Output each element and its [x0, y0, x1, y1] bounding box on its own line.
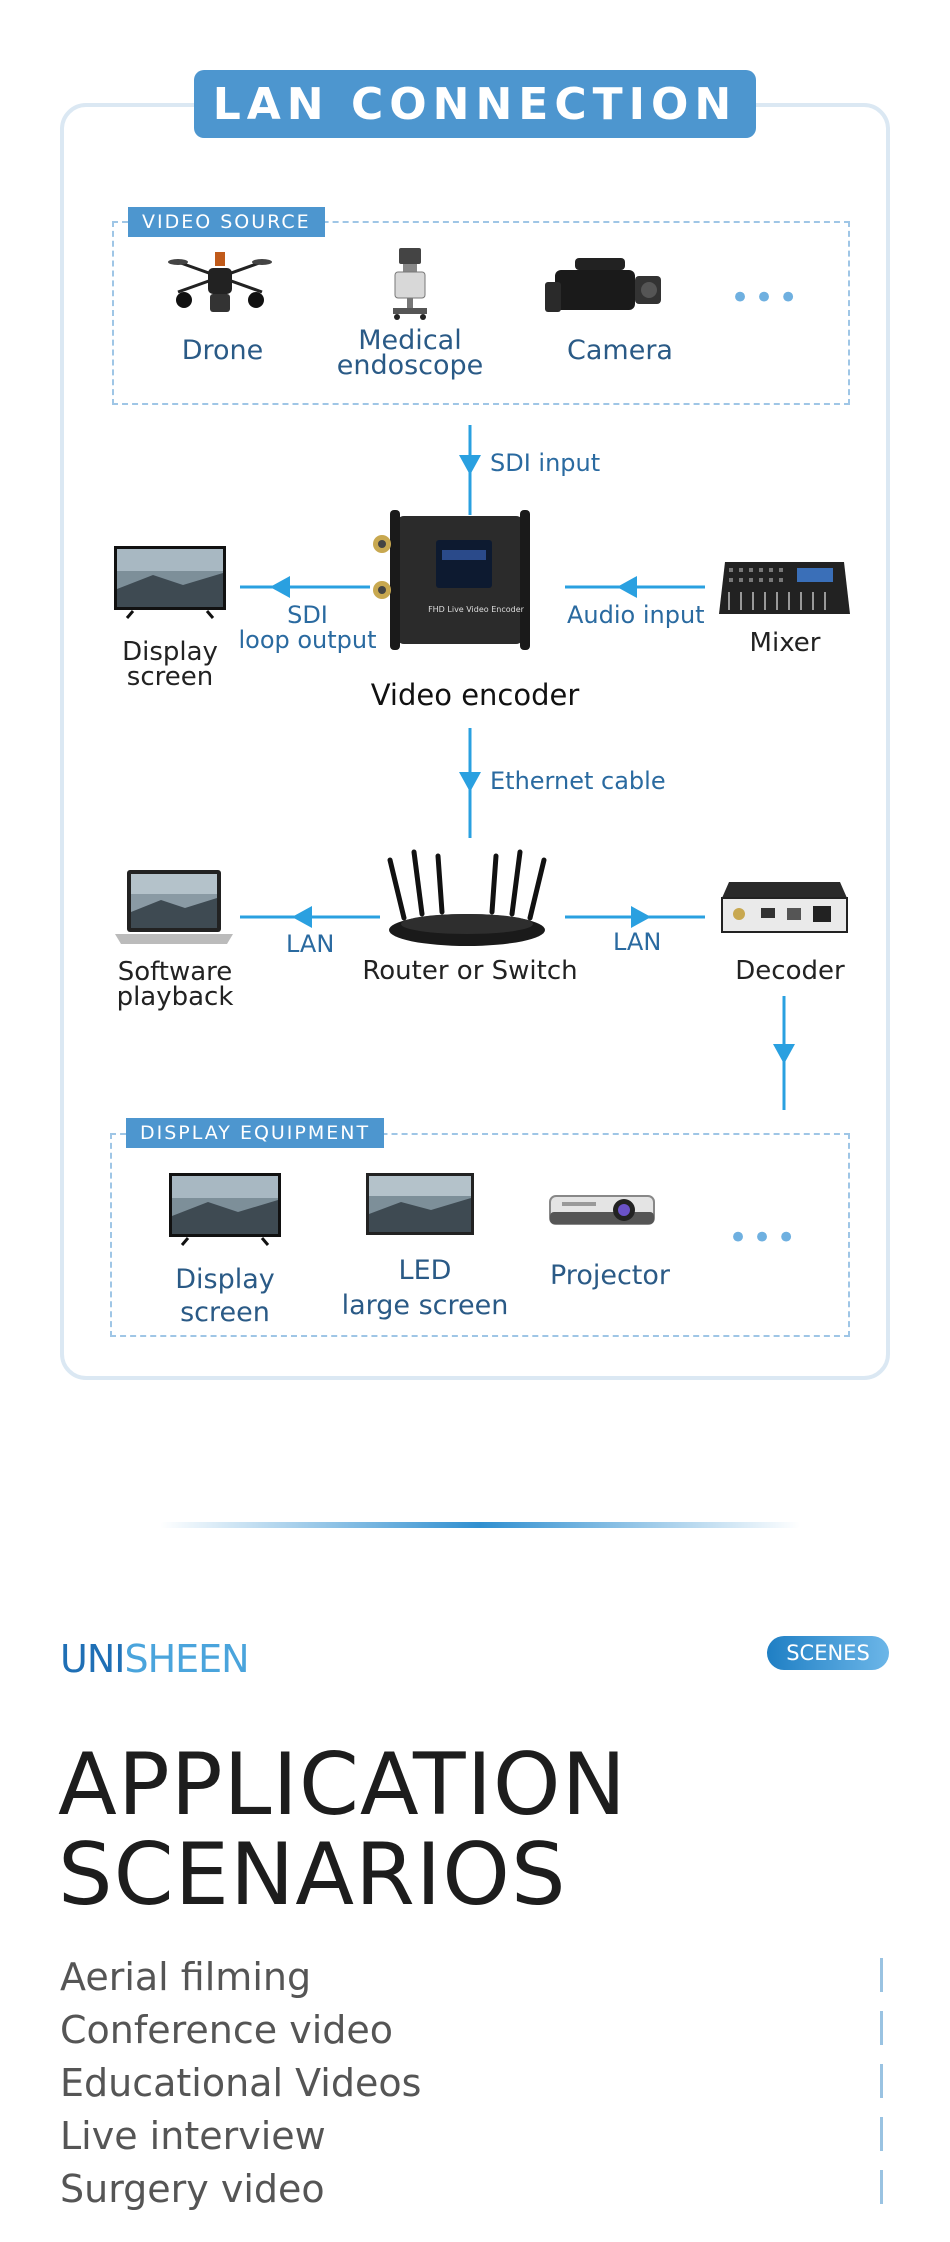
brand-logo: UNISHEEN	[60, 1637, 250, 1681]
camera-icon	[545, 258, 661, 312]
scenario-separator	[880, 2011, 883, 2045]
lan-right-label: LAN	[613, 928, 662, 956]
display-item-projector-label: Projector	[550, 1260, 670, 1291]
video-encoder-label: Video encoder	[370, 678, 580, 712]
audio-input-label: Audio input	[567, 601, 705, 629]
projector-icon	[549, 1195, 655, 1225]
scenario-item: Conference video	[60, 2008, 394, 2052]
section-divider	[160, 1522, 800, 1528]
sdi-loop-label: SDI loop output	[238, 601, 377, 654]
display-screen-label: Display screen	[122, 637, 218, 692]
brand-logo-part2: SHEEN	[124, 1637, 249, 1681]
scenario-item: Live interview	[60, 2114, 326, 2158]
display-more-dots: •••	[728, 1218, 801, 1258]
display-equipment-box	[110, 1133, 850, 1337]
drone-icon	[168, 252, 272, 312]
ethernet-label: Ethernet cable	[490, 767, 666, 795]
display-item-led-label: LED large screen	[341, 1255, 509, 1321]
source-camera-label: Camera	[567, 335, 673, 366]
encoder-caption: FHD Live Video Encoder	[428, 605, 524, 614]
scenario-separator	[880, 2064, 883, 2098]
display-screen-icon	[169, 1173, 281, 1246]
video-encoder-icon	[373, 510, 530, 650]
sdi-input-arrow	[459, 425, 481, 515]
scenario-separator	[880, 1958, 883, 1992]
video-source-tag: VIDEO SOURCE	[128, 207, 325, 237]
decoder-label: Decoder	[735, 956, 845, 986]
scenes-badge: SCENES	[767, 1636, 889, 1670]
ethernet-arrow	[459, 728, 481, 838]
video-source-box	[112, 221, 850, 405]
source-endoscope-label: Medical endoscope	[336, 325, 484, 381]
brand-logo-part1: UNI	[60, 1637, 125, 1681]
decoder-icon	[721, 882, 848, 933]
scenario-item: Educational Videos	[60, 2061, 422, 2105]
router-label: Router or Switch	[362, 956, 578, 986]
software-playback-label: Software playback	[116, 957, 234, 1012]
scenario-separator	[880, 2170, 883, 2204]
lan-right-arrow	[565, 906, 705, 928]
scenario-separator	[880, 2117, 883, 2151]
router-icon	[387, 849, 547, 946]
page-title-line2: SCENARIOS	[58, 1825, 567, 1925]
display-item-screen-label: Display screen	[175, 1264, 275, 1328]
page-title: APPLICATION SCENARIOS	[58, 1740, 627, 1920]
endoscope-icon	[393, 248, 427, 320]
laptop-icon	[115, 870, 233, 944]
diagram-title: LAN CONNECTION	[194, 70, 756, 138]
source-drone-label: Drone	[181, 335, 264, 366]
display-screen-icon	[114, 546, 226, 619]
mixer-label: Mixer	[749, 628, 821, 658]
sdi-input-label: SDI input	[490, 449, 601, 477]
sdi-loop-arrow	[240, 576, 370, 598]
lan-left-label: LAN	[286, 930, 335, 958]
page-title-line1: APPLICATION	[58, 1735, 627, 1835]
decoder-down-arrow	[773, 996, 795, 1110]
scenario-item: Aerial filming	[60, 1955, 312, 1999]
scenario-item: Surgery video	[60, 2167, 325, 2211]
display-equipment-tag: DISPLAY EQUIPMENT	[126, 1118, 385, 1148]
lan-left-arrow	[240, 906, 380, 928]
led-screen-icon	[366, 1173, 474, 1235]
audio-input-arrow	[565, 576, 705, 598]
mixer-icon	[719, 562, 850, 614]
source-more-dots: •••	[730, 278, 803, 318]
